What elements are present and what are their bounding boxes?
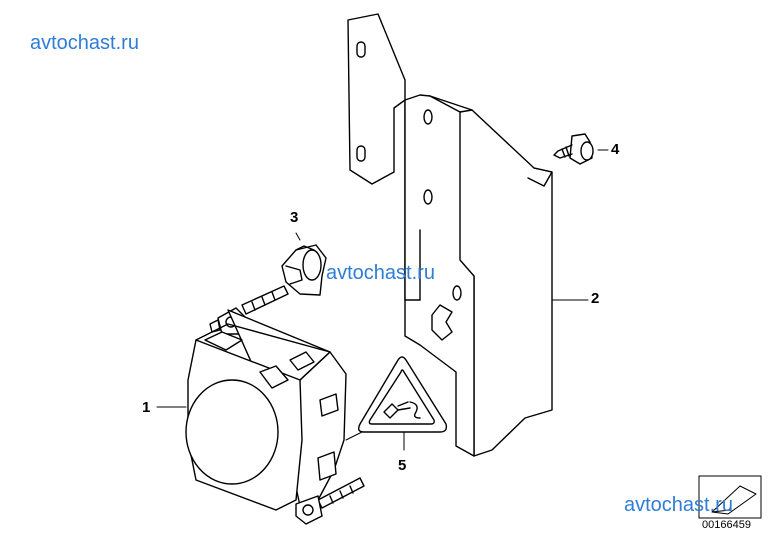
callout-1[interactable]: 1 [142,399,151,416]
callout-5[interactable]: 5 [398,457,407,474]
screw-icon [553,133,609,165]
clip-nut-icon [281,232,327,296]
radar-sensor-icon [156,285,367,525]
callout-2[interactable]: 2 [591,290,600,307]
watermark-text: avtochast.ru [624,494,733,516]
callout-4[interactable]: 4 [611,141,620,158]
warning-label-icon [357,356,448,451]
watermark-text: avtochast.ru [326,262,435,284]
callout-3[interactable]: 3 [290,209,299,226]
watermark-text: avtochast.ru [30,32,139,54]
mounting-bracket-icon [347,13,553,457]
manual-book-icon [698,475,762,519]
diagram-number: 00166459 [702,519,751,531]
